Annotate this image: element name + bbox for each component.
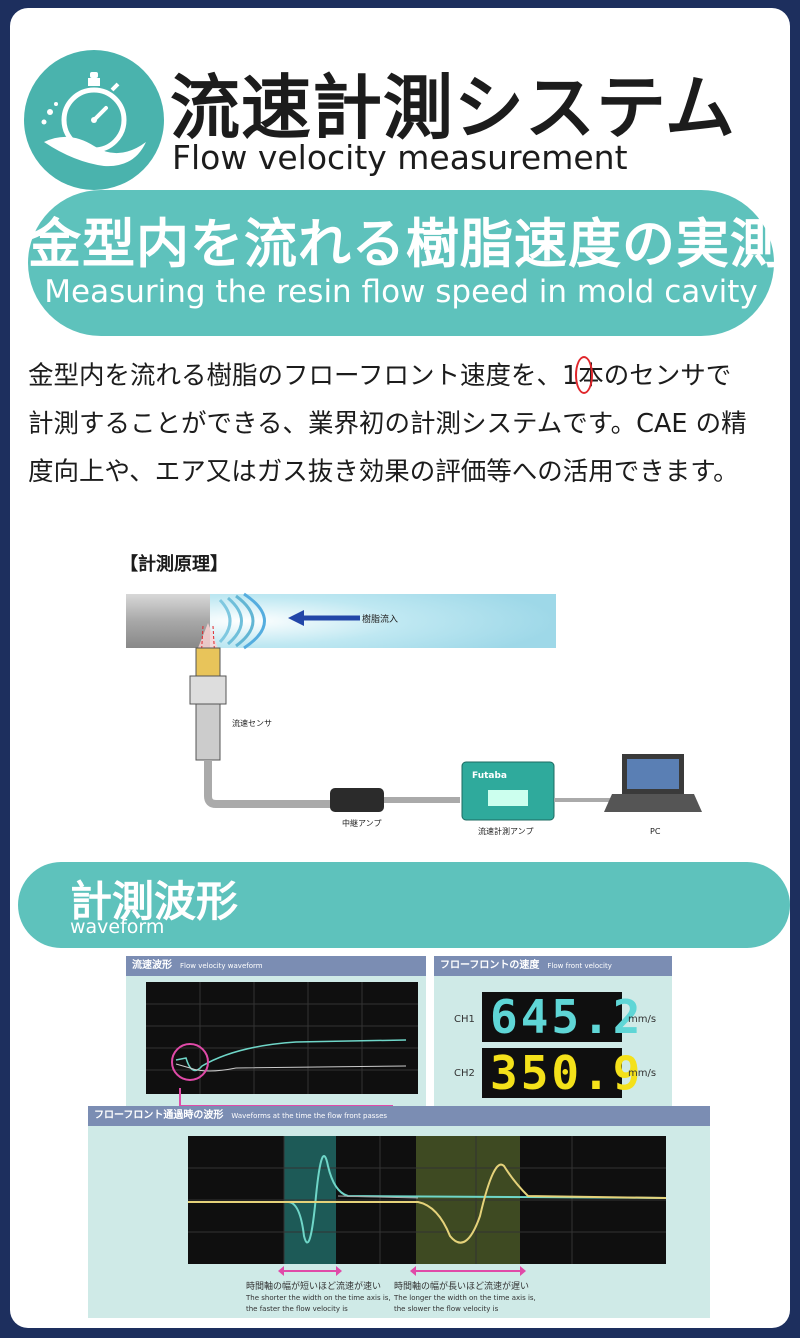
device-brand: Futaba <box>472 771 507 781</box>
waveform-title: 計測波形 <box>70 877 239 926</box>
ch2-unit: mm/s <box>628 1068 657 1079</box>
note-faster-en: The shorter the width on the time axis i… <box>246 1294 391 1302</box>
waveform-subtitle: waveform <box>70 916 165 938</box>
page-subtitle: Flow velocity measurement <box>172 138 628 177</box>
resin-inflow-label: 樹脂流入 <box>362 613 398 625</box>
ch1-value: 645.2 <box>490 990 644 1044</box>
panel-title-en: Waveforms at the time the flow front pas… <box>231 1112 388 1120</box>
passing-waveform-panel: フローフロント通過時の波形 Waveforms at the time the f… <box>88 1106 710 1318</box>
panel-header: 流速波形 Flow velocity waveform <box>126 956 426 976</box>
banner-title: 金型内を流れる樹脂速度の実測 <box>28 213 784 275</box>
waveform-banner: 計測波形 waveform <box>18 862 790 948</box>
panel-title: フローフロントの速度 <box>440 960 540 971</box>
pc-label: PC <box>650 827 661 836</box>
width-markers <box>278 1266 526 1276</box>
note-slower-en: The longer the width on the time axis is… <box>394 1294 536 1302</box>
panel-header: フローフロント通過時の波形 Waveforms at the time the f… <box>88 1106 710 1126</box>
note-faster-jp: 時間軸の幅が短いほど流速が速い <box>246 1282 382 1292</box>
main-card: 流速計測システム Flow velocity measurement 金型内を流… <box>10 8 790 1328</box>
panel-title: 流速波形 <box>132 960 172 971</box>
note-slower-jp: 時間軸の幅が長いほど流速が遅い <box>394 1282 530 1292</box>
sensor-label: 流速センサ <box>232 718 272 728</box>
ch1-unit: mm/s <box>628 1014 657 1025</box>
description-line: 計測することができる、業界初の計測システムです。CAE の精 <box>28 409 747 439</box>
page-title: 流速計測システム <box>170 67 736 149</box>
panel-title-en: Flow front velocity <box>547 962 612 970</box>
ch1-label: CH1 <box>454 1014 475 1025</box>
panel-header: フローフロントの速度 Flow front velocity <box>434 956 672 976</box>
ch2-label: CH2 <box>454 1068 475 1079</box>
waveform-screen <box>146 982 418 1094</box>
flow-waveform-panel: 流速波形 Flow velocity waveform <box>126 956 426 1106</box>
ch2-display: 350.9 <box>482 1046 640 1100</box>
panel-title: フローフロント通過時の波形 <box>94 1110 224 1121</box>
passing-waveform-screen <box>188 1136 667 1264</box>
note-slower-en: the slower the flow velocity is <box>394 1305 499 1313</box>
measurement-diagram: 樹脂流入 流速センサ 中継アンプ Futaba 流速計測アンプ <box>110 578 710 852</box>
note-faster-en: the faster the flow velocity is <box>246 1305 348 1313</box>
ch2-value: 350.9 <box>490 1046 644 1100</box>
panel-title-en: Flow velocity waveform <box>180 962 263 970</box>
highlight-circle <box>575 356 593 394</box>
ch1-display: 645.2 <box>482 990 640 1044</box>
headline-banner: 金型内を流れる樹脂速度の実測 Measuring the resin flow … <box>28 190 784 336</box>
stopwatch-wave-icon <box>24 50 164 190</box>
note-slower: 時間軸の幅が長いほど流速が遅い The longer the width on … <box>394 1282 536 1315</box>
description-line: 金型内を流れる樹脂のフローフロント速度を、1本のセンサで <box>28 361 732 391</box>
principle-heading: 【計測原理】 <box>120 554 228 575</box>
note-faster: 時間軸の幅が短いほど流速が速い The shorter the width on… <box>246 1282 391 1315</box>
description: 金型内を流れる樹脂のフローフロント速度を、1本のセンサで 計測することができる、… <box>28 352 778 496</box>
description-line: 度向上や、エア又はガス抜き効果の評価等への活用できます。 <box>28 457 739 487</box>
relay-amp-label: 中継アンプ <box>342 818 381 828</box>
meter-amp-label: 流速計測アンプ <box>478 826 533 836</box>
banner-subtitle: Measuring the resin flow speed in mold c… <box>44 274 758 310</box>
